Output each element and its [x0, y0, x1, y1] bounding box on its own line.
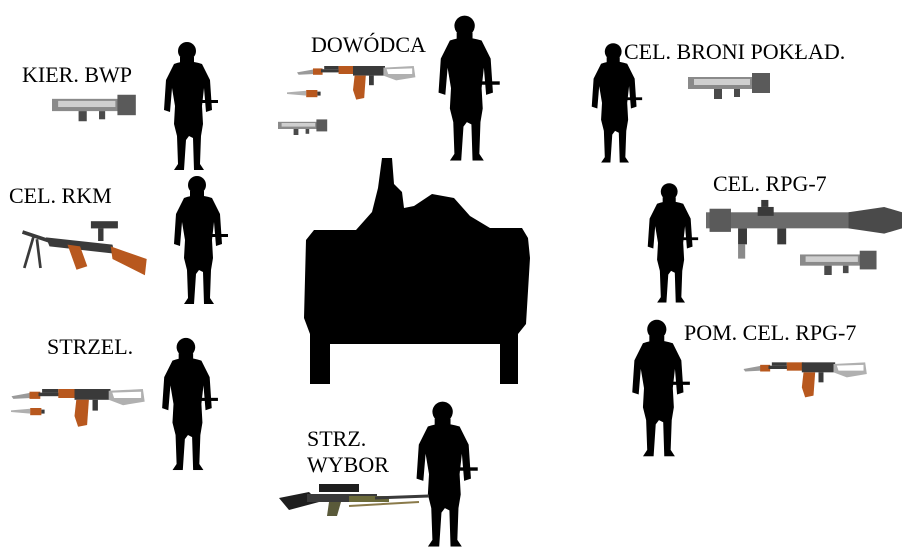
role-label-rpg-assistant: POM. CEL. RPG-7 [684, 322, 856, 344]
role-label-marksman-line2: WYBOR [307, 452, 389, 474]
bayonet-icon [286, 86, 336, 102]
soldier-silhouette-icon [588, 38, 644, 166]
role-label-driver: KIER. BWP [22, 64, 132, 86]
grenade-launcher-icon [688, 66, 778, 102]
role-label-mg-gunner: CEL. RKM [9, 185, 112, 207]
role-label-rpg-gunner: CEL. RPG-7 [713, 173, 827, 195]
soldier-silhouette-icon [160, 40, 220, 170]
soldier-silhouette-icon [628, 314, 692, 460]
soldier-silhouette-icon [434, 12, 502, 162]
soldier-silhouette-icon [644, 174, 700, 310]
grenade-launcher-icon [278, 108, 332, 144]
soldier-silhouette-icon [170, 172, 230, 306]
assault-rifle-icon [736, 354, 876, 404]
grenade-launcher-icon [800, 244, 884, 278]
role-label-rifleman: STRZEL. [47, 336, 133, 358]
ifv-silhouette-icon [304, 158, 534, 390]
role-label-commander: DOWÓDCA [311, 34, 426, 56]
sniper-rifle-icon [278, 476, 430, 526]
role-label-marksman: STRZ. WYBOR [307, 426, 389, 474]
role-label-marksman-line1: STRZ. [307, 426, 389, 452]
role-label-onboard-gunner: CEL. BRONI POKŁAD. [624, 41, 845, 63]
bayonet-icon [10, 404, 60, 420]
machine-gun-icon [10, 214, 152, 286]
soldier-silhouette-icon [158, 330, 220, 476]
grenade-launcher-icon [52, 88, 144, 124]
